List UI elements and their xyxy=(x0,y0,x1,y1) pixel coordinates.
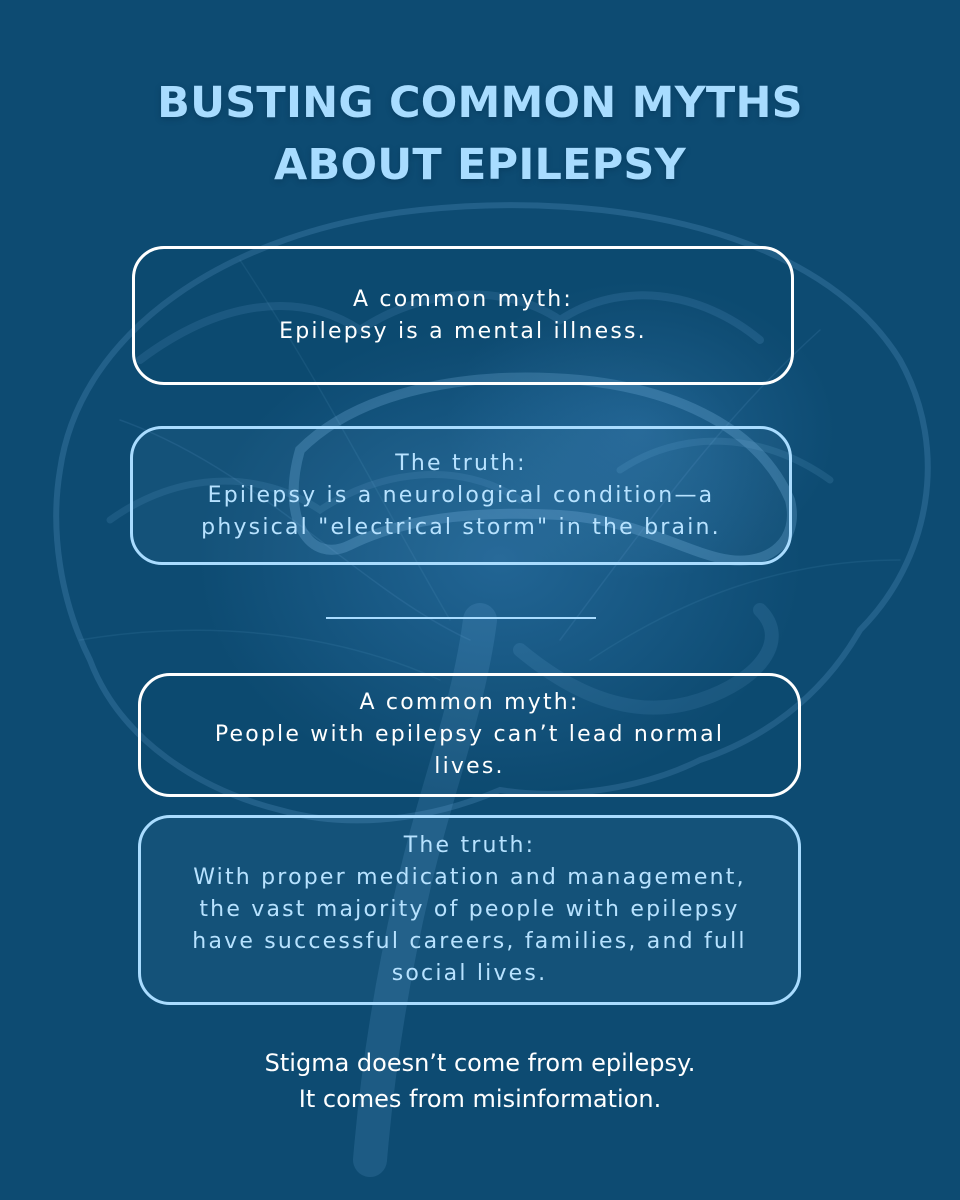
card-label: A common myth: xyxy=(352,286,574,312)
card-text: Epilepsy is a mental illness. xyxy=(279,318,647,344)
truth-card-2: The truth: With proper medication and ma… xyxy=(138,815,801,1005)
myth-card-1: A common myth: Epilepsy is a mental illn… xyxy=(132,246,794,385)
brain-gyri-1 xyxy=(136,290,764,364)
card-label: The truth: xyxy=(403,833,536,858)
neural-fibers-4 xyxy=(589,559,901,661)
card-text: People with epilepsy can’t lead normal xyxy=(214,722,725,747)
title-line: BUSTING COMMON MYTHS xyxy=(157,78,803,128)
neural-fibers-1 xyxy=(119,419,471,641)
card-text: lives. xyxy=(434,754,505,779)
closing-line: Stigma doesn’t come from epilepsy. xyxy=(264,1049,696,1077)
brain-gyri-3 xyxy=(616,437,834,484)
neural-fibers-5 xyxy=(79,629,441,681)
cerebellum xyxy=(513,603,779,715)
section-divider xyxy=(326,617,596,619)
brainstem xyxy=(353,603,497,1177)
closing-statement: Stigma doesn’t come from epilepsy. It co… xyxy=(130,1045,830,1117)
card-text: Epilepsy is a neurological condition—a xyxy=(207,482,715,508)
card-text: have successful careers, families, and f… xyxy=(192,929,747,954)
neural-fibers-3 xyxy=(239,259,451,621)
page-title: BUSTING COMMON MYTHS ABOUT EPILEPSY xyxy=(80,72,880,196)
card-label: The truth: xyxy=(395,450,527,476)
card-text: With proper medication and management, xyxy=(193,865,746,890)
brain-gyri-2 xyxy=(106,471,524,524)
corpus-callosum xyxy=(288,372,797,566)
truth-card-1: The truth: Epilepsy is a neurological co… xyxy=(130,426,792,565)
card-text: social lives. xyxy=(391,961,548,986)
card-text: the vast majority of people with epileps… xyxy=(199,897,740,922)
title-line: ABOUT EPILEPSY xyxy=(274,140,686,190)
card-label: A common myth: xyxy=(359,690,580,715)
card-text: physical "electrical storm" in the brain… xyxy=(201,514,721,540)
closing-line: It comes from misinformation. xyxy=(298,1085,662,1113)
brain-outline xyxy=(53,202,931,824)
myth-card-2: A common myth: People with epilepsy can’… xyxy=(138,673,801,797)
